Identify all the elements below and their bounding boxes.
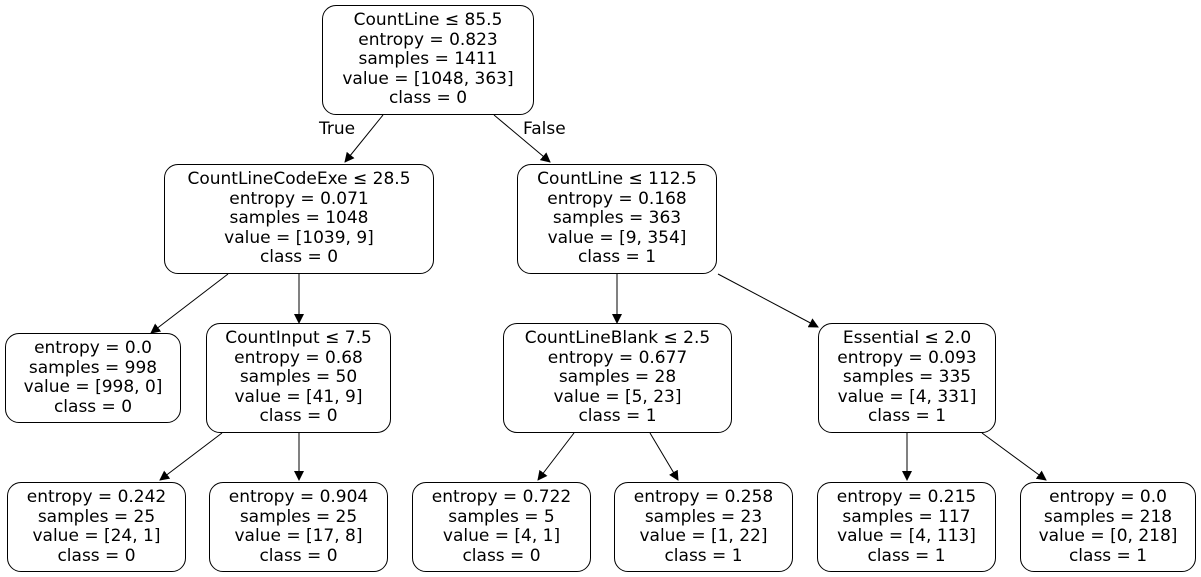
node-line: Essential ≤ 2.0 — [842, 328, 972, 349]
node-line: value = [1039, 9] — [224, 227, 374, 248]
node-line: samples = 28 — [558, 367, 677, 388]
node-line: samples = 218 — [1043, 506, 1173, 527]
edge-n6-n12 — [981, 432, 1047, 481]
node-line: entropy = 0.823 — [358, 29, 498, 50]
node-line: class = 1 — [577, 247, 657, 268]
node-line: value = [1, 22] — [639, 526, 768, 546]
node-line: entropy = 0.677 — [547, 347, 688, 368]
node-line: class = 0 — [57, 545, 136, 566]
node-line: samples = 363 — [552, 208, 682, 229]
node-line: entropy = 0.168 — [547, 188, 687, 209]
node-line: value = [5, 23] — [553, 386, 682, 407]
node-line: class = 0 — [259, 406, 338, 427]
node-line: class = 1 — [867, 406, 947, 427]
node-line: value = [4, 1] — [442, 526, 561, 546]
node-line: samples = 50 — [239, 367, 358, 388]
node-line: class = 0 — [53, 396, 133, 417]
node-line: entropy = 0.093 — [837, 347, 977, 368]
edge-n2-n6 — [717, 273, 819, 328]
node-line: entropy = 0.904 — [228, 487, 369, 507]
node-line: class = 0 — [388, 88, 468, 109]
node-line: entropy = 0.215 — [836, 487, 977, 507]
node-line: CountInput ≤ 7.5 — [225, 328, 372, 349]
node-line: value = [24, 1] — [32, 526, 161, 546]
node-line: class = 1 — [867, 545, 946, 566]
node-line: class = 0 — [259, 247, 339, 268]
node-line: entropy = 0.722 — [431, 487, 572, 507]
edge-n0-n1 — [344, 114, 384, 163]
node-line: value = [4, 113] — [837, 526, 976, 546]
node-line: samples = 25 — [37, 506, 156, 527]
node-line: entropy = 0.242 — [26, 487, 167, 507]
node-line: entropy = 0.258 — [633, 487, 774, 507]
node-line: samples = 5 — [448, 506, 555, 527]
edge-label-false: False — [523, 119, 566, 139]
node-line: entropy = 0.68 — [234, 347, 363, 368]
edge-n0-n2 — [493, 114, 551, 163]
edge-n1-n3 — [150, 273, 229, 334]
node-line: class = 1 — [664, 545, 743, 566]
node-line: samples = 1411 — [358, 49, 498, 70]
edge-label-true: True — [319, 119, 356, 139]
node-line: entropy = 0.0 — [34, 338, 152, 358]
edge-n5-n9 — [537, 432, 575, 481]
node-line: CountLine ≤ 85.5 — [353, 10, 503, 31]
node-line: samples = 998 — [28, 357, 158, 378]
node-line: samples = 25 — [239, 506, 358, 527]
node-line: value = [0, 218] — [1038, 526, 1178, 546]
node-line: class = 1 — [578, 406, 657, 427]
node-line: value = [41, 9] — [234, 386, 363, 407]
node-line: samples = 1048 — [229, 208, 369, 229]
node-line: entropy = 0.0 — [1049, 487, 1167, 507]
node-line: samples = 117 — [842, 506, 971, 527]
node-line: value = [998, 0] — [23, 377, 163, 397]
node-line: value = [9, 354] — [547, 227, 687, 248]
node-line: value = [4, 331] — [837, 386, 977, 407]
node-line: samples = 23 — [644, 506, 763, 527]
node-line: CountLineBlank ≤ 2.5 — [524, 328, 711, 349]
node-line: CountLineCodeExe ≤ 28.5 — [187, 169, 411, 190]
node-line: class = 1 — [1068, 545, 1148, 566]
edge-n5-n10 — [649, 432, 679, 481]
node-line: CountLine ≤ 112.5 — [537, 169, 697, 190]
node-line: value = [17, 8] — [234, 526, 363, 546]
node-line: samples = 335 — [842, 367, 972, 388]
node-line: value = [1048, 363] — [342, 68, 514, 89]
node-line: class = 0 — [462, 545, 541, 566]
node-line: class = 0 — [259, 545, 338, 566]
edge-n4-n7 — [159, 432, 223, 481]
node-line: entropy = 0.071 — [229, 188, 369, 209]
